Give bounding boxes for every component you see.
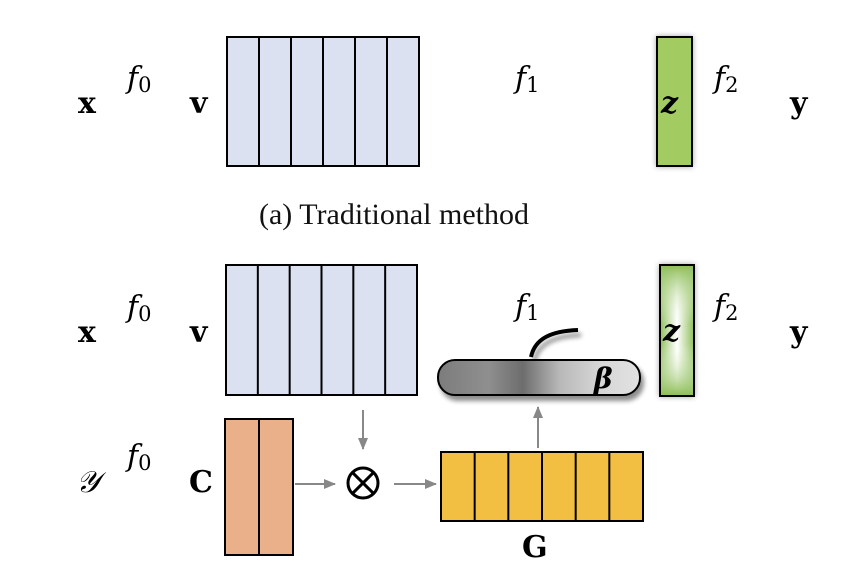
c-f0-label: f0: [125, 439, 151, 475]
output-y-label: y: [789, 86, 809, 121]
f0-label: f0: [125, 61, 151, 97]
input-x-label: x: [78, 86, 97, 121]
v-block: [225, 264, 418, 396]
f2-label: f2: [712, 289, 738, 325]
beta-label: β: [593, 362, 613, 395]
beta-merge-curve: [529, 328, 579, 358]
z-label: z: [662, 314, 681, 349]
v-block: [226, 36, 420, 167]
label-set-y: 𝒴: [76, 465, 107, 500]
g-block: [440, 451, 644, 522]
f0-label: f0: [125, 290, 151, 326]
f1-label: f1: [513, 61, 539, 97]
panel-a-caption: (a) Traditional method: [259, 198, 529, 231]
v-label: v: [189, 86, 209, 121]
f1-label: f1: [513, 289, 539, 325]
v-label: v: [189, 315, 209, 350]
c-label: C: [189, 465, 213, 500]
f2-label: f2: [712, 61, 738, 97]
multiply-icon: [346, 466, 380, 500]
z-label: z: [660, 86, 679, 121]
panel-b-proposed: x f0 v f1 β z f2 y 𝒴: [76, 264, 809, 565]
input-x-label: x: [78, 315, 97, 350]
g-label: G: [522, 530, 548, 565]
beta-attention-bar: [437, 359, 641, 396]
z-block: [656, 36, 693, 167]
c-block: [224, 418, 294, 556]
output-y-label: y: [789, 315, 809, 350]
z-block: [659, 264, 695, 397]
panel-a-traditional: x f0 v f1 z f2 y (a) Traditional method: [78, 36, 809, 231]
